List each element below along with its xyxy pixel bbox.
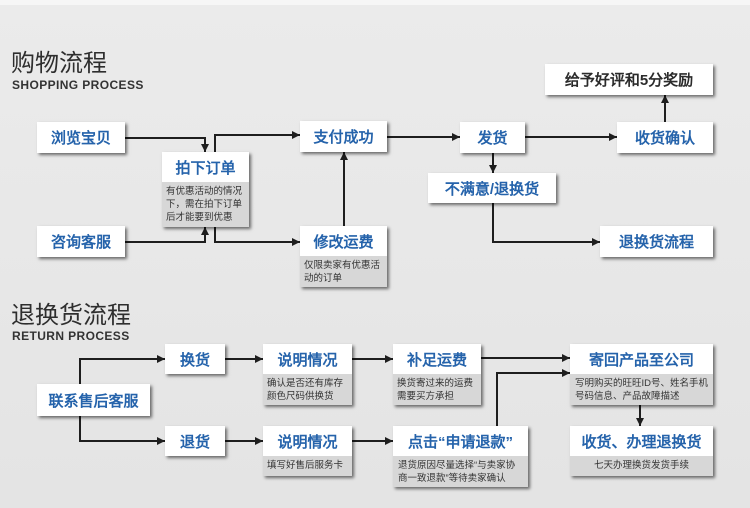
returns-subtitle: RETURN PROCESS — [12, 329, 130, 343]
step-modify-shipping-note: 仅限卖家有优惠活动的订单 — [300, 256, 387, 287]
arrow-browse-to-order — [125, 137, 209, 152]
step-modify-shipping-label: 修改运费 — [300, 226, 387, 256]
step-exchange-label: 换货 — [165, 344, 225, 374]
step-return-process: 退换货流程 — [600, 226, 713, 257]
step-review-label: 给予好评和5分奖励 — [545, 64, 713, 95]
step-confirm-label: 收货确认 — [617, 122, 713, 153]
step-consult-label: 咨询客服 — [37, 226, 125, 257]
step-contact-service: 联系售后客服 — [37, 384, 150, 416]
arrow-consult-to-order — [125, 227, 209, 243]
step-send-back-note: 写明购买的旺旺ID号、姓名手机号码信息、产品故障描述 — [570, 374, 713, 405]
step-unsatisfied-label: 不满意/退换货 — [428, 173, 556, 203]
step-order-note: 有优惠活动的情况下，需在拍下订单后才能要到优惠 — [162, 182, 249, 227]
step-consult: 咨询客服 — [37, 226, 125, 257]
step-exchange: 换货 — [165, 344, 225, 374]
step-explain-exchange-note: 确认是否还有库存颜色尺码供换货 — [263, 374, 352, 405]
step-pay-shipping-note: 换货寄过来的运费需要买方承担 — [393, 374, 481, 405]
step-ship: 发货 — [460, 122, 525, 153]
step-refund: 退货 — [165, 426, 225, 456]
step-pay-shipping: 补足运费 换货寄过来的运费需要买方承担 — [393, 344, 481, 405]
step-pay-shipping-label: 补足运费 — [393, 344, 481, 374]
step-explain-refund: 说明情况 填写好售后服务卡 — [263, 426, 352, 476]
arrow-contact-to-refund — [79, 416, 165, 445]
step-return-process-label: 退换货流程 — [600, 226, 713, 257]
returns-title: 退换货流程 — [11, 302, 131, 329]
step-send-back: 寄回产品至公司 写明购买的旺旺ID号、姓名手机号码信息、产品故障描述 — [570, 344, 713, 405]
step-unsatisfied: 不满意/退换货 — [428, 173, 556, 203]
arrow-unsatisfied-to-return-process — [492, 203, 600, 246]
step-order: 拍下订单 有优惠活动的情况下，需在拍下订单后才能要到优惠 — [162, 152, 249, 227]
step-apply-refund-label: 点击“申请退款” — [393, 426, 528, 456]
step-send-back-label: 寄回产品至公司 — [570, 344, 713, 374]
step-ship-label: 发货 — [460, 122, 525, 153]
step-explain-exchange-label: 说明情况 — [263, 344, 352, 374]
arrow-contact-to-exchange — [79, 355, 165, 384]
arrow-order-to-modify-shipping — [214, 227, 300, 246]
step-apply-refund: 点击“申请退款” 退货原因尽量选择“与卖家协商一致退款”等待卖家确认 — [393, 426, 528, 487]
step-confirm: 收货确认 — [617, 122, 713, 153]
shopping-subtitle: SHOPPING PROCESS — [12, 78, 144, 92]
step-browse: 浏览宝贝 — [37, 122, 125, 153]
arrow-apply-refund-to-send-back — [496, 369, 570, 426]
step-contact-service-label: 联系售后客服 — [37, 384, 150, 416]
step-explain-exchange: 说明情况 确认是否还有库存颜色尺码供换货 — [263, 344, 352, 405]
step-explain-refund-note: 填写好售后服务卡 — [263, 456, 352, 476]
step-receive-label: 收货、办理退换货 — [570, 426, 713, 456]
step-explain-refund-label: 说明情况 — [263, 426, 352, 456]
step-receive-note: 七天办理换货发货手续 — [570, 456, 713, 476]
arrow-order-to-pay — [214, 131, 300, 152]
step-modify-shipping: 修改运费 仅限卖家有优惠活动的订单 — [300, 226, 387, 287]
step-refund-label: 退货 — [165, 426, 225, 456]
step-browse-label: 浏览宝贝 — [37, 122, 125, 153]
step-pay-label: 支付成功 — [300, 121, 387, 152]
step-order-label: 拍下订单 — [162, 152, 249, 182]
step-receive: 收货、办理退换货 七天办理换货发货手续 — [570, 426, 713, 476]
step-review: 给予好评和5分奖励 — [545, 64, 713, 95]
step-apply-refund-note: 退货原因尽量选择“与卖家协商一致退款”等待卖家确认 — [393, 456, 528, 487]
step-pay: 支付成功 — [300, 121, 387, 152]
shopping-title: 购物流程 — [11, 50, 107, 77]
